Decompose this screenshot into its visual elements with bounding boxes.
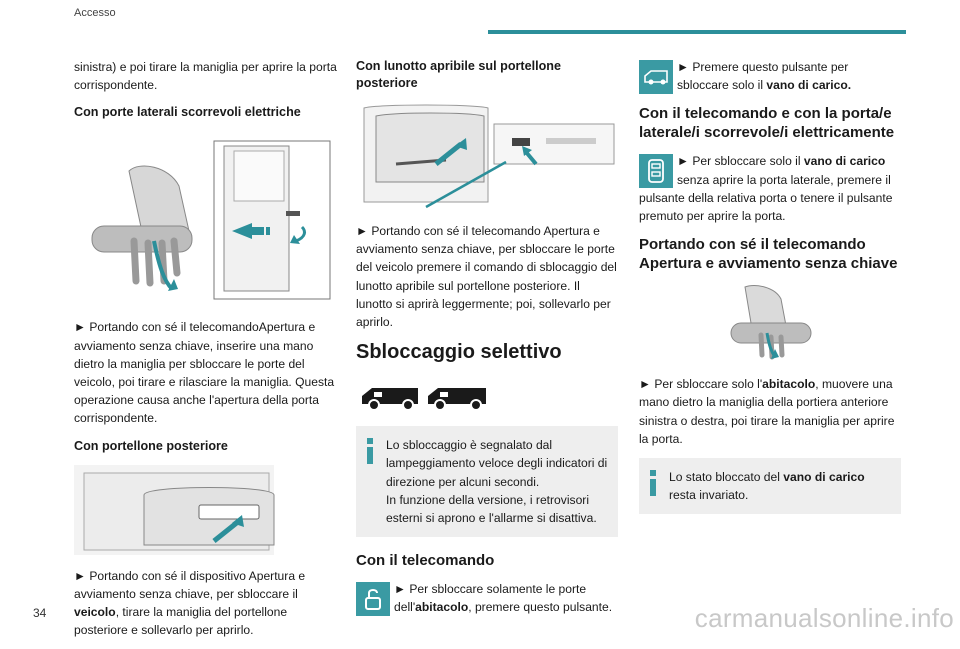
heading-rear-window: Con lunotto apribile sul portellone post…	[356, 59, 561, 90]
heading-keyless: Portando con sé il telecomando Apertura …	[639, 236, 898, 273]
cargo-text-bold: vano di carico.	[766, 78, 852, 93]
heading-tailgate: Con portellone posteriore	[74, 438, 228, 453]
figure-hand-handle-door	[74, 131, 342, 306]
side-text-part1: ► Per sbloccare solo il	[677, 154, 804, 169]
info-icon	[650, 470, 656, 497]
header-accent-bar	[488, 30, 906, 34]
intro-text: sinistra) e poi tirare la maniglia per a…	[74, 60, 337, 93]
unlock-padlock-icon	[356, 582, 390, 617]
remote-text-bold: abitacolo	[415, 600, 469, 615]
column-2: Con lunotto apribile sul portellone post…	[356, 58, 618, 627]
heading-remote: Con il telecomando	[356, 552, 495, 570]
keyless-text-part2: , muovere una mano dietro la maniglia de…	[639, 377, 895, 446]
tailgate-text-part1: ► Portando con sé il dispositivo Apertur…	[74, 568, 306, 601]
remote-text-part1: ► Per sbloccare solamente le porte dell'	[394, 582, 587, 615]
side-text-part2: senza aprire la porta laterale, premere …	[639, 172, 893, 224]
note-text-1: Lo sbloccaggio è segnalato dal lampeggia…	[386, 438, 608, 489]
keyless-text-part1: ► Per sbloccare solo l'	[639, 377, 763, 392]
info-note-cargo: Lo stato bloccato del vano di carico res…	[639, 458, 901, 515]
sliding-door-icon	[639, 154, 673, 189]
figure-hand-front-handle	[727, 283, 901, 363]
cargo-note-part1: Lo stato bloccato del	[669, 470, 784, 485]
figure-rear-window	[356, 102, 618, 210]
heading-selective-unlock: Sbloccaggio selettivo	[356, 341, 562, 364]
heading-remote-door: Con il telecomando e con la porta/e late…	[639, 105, 895, 142]
figure-van-icons	[356, 382, 618, 414]
van-rear-icon	[639, 60, 673, 94]
section-title: Accesso	[74, 7, 116, 19]
keyless-text: ► Per sbloccare solo l'abitacolo, muover…	[639, 375, 901, 448]
tailgate-text: ► Portando con sé il dispositivo Apertur…	[74, 567, 342, 640]
cargo-text-part1: ► Premere questo pulsante per sbloccare …	[677, 60, 849, 93]
cargo-note-bold: vano di carico	[783, 470, 865, 485]
column-1: sinistra) e poi tirare la maniglia per a…	[74, 58, 342, 649]
column-3: ► Premere questo pulsante per sbloccare …	[639, 58, 901, 528]
rear-window-text: ► Portando con sé il telecomando Apertur…	[356, 224, 617, 330]
figure-tailgate	[74, 464, 342, 555]
keyless-text-bold: abitacolo	[762, 377, 816, 392]
note-text-2: In funzione della versione, i retrovisor…	[386, 492, 597, 526]
remote-text-part2: , premere questo pulsante.	[468, 600, 613, 615]
heading-electric-doors: Con porte laterali scorrevoli elettriche	[74, 105, 301, 120]
cargo-note-part2: resta invariato.	[669, 488, 749, 503]
info-icon	[367, 438, 373, 465]
cargo-unlock-row: ► Premere questo pulsante per sbloccare …	[639, 58, 901, 94]
side-door-row: ► Per sbloccare solo il vano di carico s…	[639, 152, 901, 225]
tailgate-text-part2: , tirare la maniglia del portellone post…	[74, 605, 288, 638]
tailgate-text-bold: veicolo	[74, 605, 116, 620]
electric-doors-text: ► Portando con sé il telecomandoApertura…	[74, 320, 335, 426]
page-number: 34	[33, 606, 47, 620]
info-note: Lo sbloccaggio è segnalato dal lampeggia…	[356, 426, 618, 538]
watermark: carmanualsonline.info	[694, 603, 954, 633]
side-text-bold: vano di carico	[803, 154, 886, 169]
remote-unlock-row: ► Per sbloccare solamente le porte dell'…	[356, 580, 618, 617]
